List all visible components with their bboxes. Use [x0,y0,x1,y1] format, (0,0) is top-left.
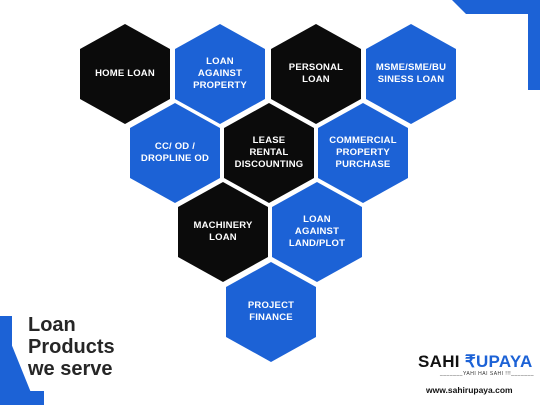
product-hex-cc-od-dropline: CC/ OD / DROPLINE OD [130,103,220,203]
product-label: PROJECT FINANCE [247,300,295,323]
product-label: LOAN AGAINST LAND/PLOT [288,214,346,249]
product-hex-loan-against-property: LOAN AGAINST PROPERTY [175,24,265,124]
product-label: LEASE RENTAL DISCOUNTING [234,135,304,170]
website-url: www.sahirupaya.com [426,385,513,395]
product-hex-lease-rental-discounting: LEASE RENTAL DISCOUNTING [224,103,314,203]
product-label: COMMERCIAL PROPERTY PURCHASE [329,135,397,170]
product-hex-machinery-loan: MACHINERY LOAN [178,182,268,282]
headline-line-2: Products [28,336,115,358]
product-label: HOME LOAN [95,68,155,79]
brand-logo: SAHI ₹UPAYA _______YAHI HAI SAHI !!!____… [418,352,534,377]
product-label: LOAN AGAINST PROPERTY [193,56,247,91]
bottom-left-corner-triangle [0,316,36,405]
headline-line-1: Loan [28,314,76,336]
page-headline: Loan Products we serve [28,314,115,380]
product-label: CC/ OD / DROPLINE OD [140,141,210,164]
brand-name-accent: ₹UPAYA [464,352,533,371]
brand-tagline: _______YAHI HAI SAHI !!!_______ [440,371,535,377]
product-hex-loan-against-land-plot: LOAN AGAINST LAND/PLOT [272,182,362,282]
top-right-corner-accent [452,0,540,90]
product-label: MACHINERY LOAN [193,220,253,243]
brand-name-part1: SAHI [418,352,465,371]
product-hex-project-finance: PROJECT FINANCE [226,262,316,362]
product-hex-commercial-property-purchase: COMMERCIAL PROPERTY PURCHASE [318,103,408,203]
product-hex-msme-business-loan: MSME/SME/BU SINESS LOAN [366,24,456,124]
product-label: MSME/SME/BU SINESS LOAN [375,62,447,85]
brand-name: SAHI ₹UPAYA [418,352,534,372]
headline-line-3: we serve [28,358,113,380]
product-hex-personal-loan: PERSONAL LOAN [271,24,361,124]
product-label: PERSONAL LOAN [288,62,344,85]
product-hex-home-loan: HOME LOAN [80,24,170,124]
